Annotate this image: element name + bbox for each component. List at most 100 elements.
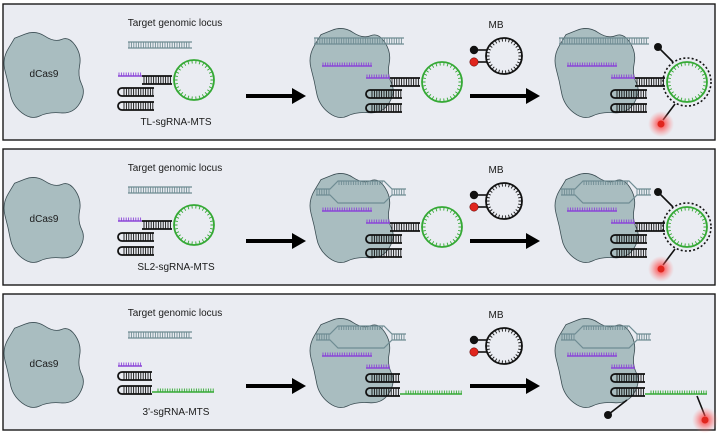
hairpin-b-final [610, 103, 647, 113]
beacon-label: MB [489, 165, 504, 176]
molecular-beacon [469, 37, 523, 75]
tail-bound [400, 390, 462, 395]
free-sgrna [117, 204, 215, 256]
stem-final [635, 77, 665, 87]
aptamer-loop-free [173, 59, 215, 101]
sgrna-label: TL-sgRNA-MTS [140, 117, 211, 128]
beacon-label: MB [489, 20, 504, 31]
hairpin-a-final [610, 234, 647, 244]
stem-free [142, 75, 172, 85]
sgrna-label: 3'-sgRNA-MTS [143, 407, 210, 418]
fluorophore-dot [469, 347, 479, 357]
right-arrow-2 [470, 88, 540, 104]
fluorophore-dot [469, 202, 479, 212]
bound-spacer [567, 62, 617, 67]
stem-bound [390, 77, 420, 87]
bound-spacer [322, 207, 372, 212]
hairpin-b-final [610, 248, 647, 258]
spacer-bound [366, 74, 390, 79]
free-sgrna [117, 59, 215, 111]
bound-dna [316, 180, 406, 204]
aptamer-loop-bound [421, 206, 463, 248]
aptamer-loop-final [666, 61, 708, 103]
spacer-final [611, 74, 635, 79]
bound-spacer [567, 207, 617, 212]
dcas9-shape [3, 177, 84, 263]
locus-label: Target genomic locus [128, 163, 223, 174]
dcas9-label: dCas9 [30, 214, 59, 225]
hairpin-b-bound [365, 248, 402, 258]
stem-free [142, 220, 172, 230]
spacer-free [118, 72, 142, 77]
beacon-loop [485, 182, 523, 220]
hairpin-b-bound [365, 387, 400, 397]
stem-bound [390, 222, 420, 232]
bound-complex [309, 318, 462, 408]
fluorescence-glow-icon [692, 407, 718, 433]
bound-complex [309, 173, 463, 263]
bound-dna [559, 37, 649, 45]
hairpin-a-final [610, 373, 645, 383]
bound-dna [316, 325, 406, 349]
hybridized-beacon [648, 43, 712, 137]
quencher-dot [604, 411, 612, 419]
dcas9-label: dCas9 [30, 69, 59, 80]
hairpin-b-free [117, 385, 152, 395]
hairpin-a-bound [365, 89, 402, 99]
hairpin-a-bound [365, 234, 402, 244]
spacer-bound [366, 219, 390, 224]
hairpin-a-final [610, 89, 647, 99]
spacer-free [118, 362, 142, 367]
right-arrow-2 [470, 378, 540, 394]
tail-free [152, 388, 214, 393]
spacer-bound [366, 364, 390, 369]
hybridized-beacon [604, 395, 718, 433]
molecular-beacon [469, 327, 523, 365]
right-arrow-1 [246, 88, 306, 104]
bound-spacer [322, 62, 372, 67]
beacon-label: MB [489, 310, 504, 321]
molecular-beacon [469, 182, 523, 220]
dcas9-label: dCas9 [30, 359, 59, 370]
fluorescence-glow-icon [648, 256, 674, 282]
right-arrow-2 [470, 233, 540, 249]
bound-spacer [567, 352, 617, 357]
hairpin-a-free [117, 87, 154, 97]
dcas9-shape [3, 322, 84, 408]
fluorophore-dot [469, 57, 479, 67]
hairpin-b-free [117, 246, 154, 256]
target-dna [128, 41, 192, 49]
right-arrow-1 [246, 378, 306, 394]
spacer-final [611, 364, 635, 369]
locus-label: Target genomic locus [128, 18, 223, 29]
hairpin-b-free [117, 101, 154, 111]
fluorescence-glow-icon [648, 111, 674, 137]
quencher-dot [654, 43, 662, 51]
aptamer-loop-free [173, 204, 215, 246]
dcas9-shape [3, 32, 84, 118]
target-dna [128, 331, 192, 339]
stem-final [635, 222, 665, 232]
bound-spacer [322, 352, 372, 357]
final-complex [554, 173, 712, 282]
dcas9-bound-shape [554, 318, 639, 408]
bound-dna [561, 325, 651, 349]
sgrna-label: SL2-sgRNA-MTS [137, 262, 215, 273]
beacon-loop [485, 327, 523, 365]
quencher-dot [469, 190, 479, 200]
bound-complex [309, 28, 463, 118]
aptamer-loop-bound [421, 61, 463, 103]
hairpin-a-free [117, 232, 154, 242]
spacer-final [611, 219, 635, 224]
quencher-dot [654, 188, 662, 196]
bound-dna [561, 180, 651, 204]
hairpin-b-bound [365, 103, 402, 113]
quencher-dot [469, 45, 479, 55]
right-arrow-1 [246, 233, 306, 249]
final-complex [554, 28, 712, 137]
beacon-loop [485, 37, 523, 75]
